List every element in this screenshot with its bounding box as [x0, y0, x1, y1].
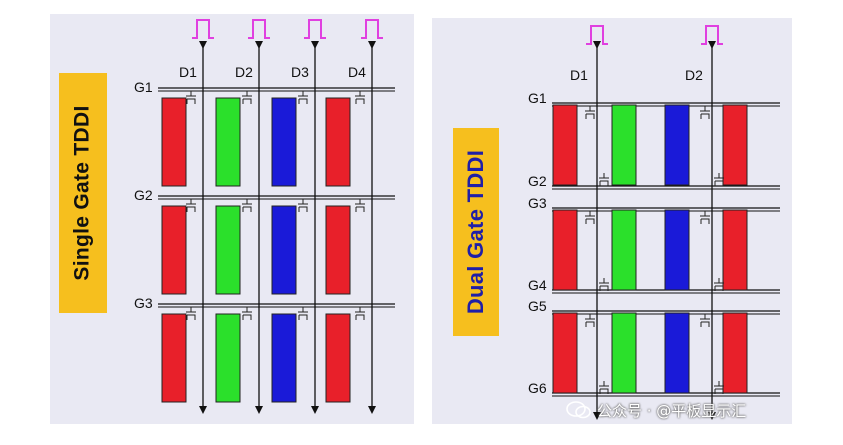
- tft-switch: [700, 211, 710, 224]
- tft-switch: [242, 91, 252, 104]
- tft-switch-symbol: [585, 106, 595, 119]
- subpixel-g: [611, 104, 637, 186]
- tft-switch: [700, 314, 710, 327]
- subpixel-g: [611, 312, 637, 394]
- subpixel-r: [722, 312, 748, 394]
- tft-switch-symbol: [714, 173, 724, 186]
- tft-switch-symbol: [298, 307, 308, 320]
- tft-switch: [700, 106, 710, 119]
- tft-switch: [242, 307, 252, 320]
- tft-switch-symbol: [599, 381, 609, 394]
- subpixel-r: [325, 313, 351, 403]
- subpixel-r: [325, 97, 351, 187]
- input-pulse-icon: [701, 25, 723, 45]
- data-line-label-d1: D1: [570, 67, 588, 83]
- input-pulse-icon: [192, 19, 214, 39]
- tft-switch-symbol: [186, 91, 196, 104]
- subpixel-b: [271, 313, 297, 403]
- subpixel-r: [552, 104, 578, 186]
- tft-switch-symbol: [355, 91, 365, 104]
- tft-switch-symbol: [585, 314, 595, 327]
- gate-line-label-g4: G4: [528, 277, 547, 293]
- subpixel-r: [722, 209, 748, 291]
- tft-switch: [599, 278, 609, 291]
- gate-line-label-g3: G3: [134, 295, 153, 311]
- tft-switch-symbol: [242, 307, 252, 320]
- tft-switch: [714, 278, 724, 291]
- tft-switch: [585, 106, 595, 119]
- subpixel-g: [215, 313, 241, 403]
- tft-switch-symbol: [186, 307, 196, 320]
- gate-line-label-g5: G5: [528, 298, 547, 314]
- tft-switch: [599, 173, 609, 186]
- subpixel-r: [552, 312, 578, 394]
- gate-line-label-g3: G3: [528, 195, 547, 211]
- input-pulse-icon: [361, 19, 383, 39]
- subpixel-r: [552, 209, 578, 291]
- tft-switch-symbol: [355, 307, 365, 320]
- tft-switch-symbol: [298, 91, 308, 104]
- tft-switch-symbol: [242, 91, 252, 104]
- single-gate-title-box: Single Gate TDDI: [59, 73, 107, 313]
- subpixel-b: [664, 104, 690, 186]
- tft-switch-symbol: [585, 211, 595, 224]
- gate-line-label-g2: G2: [528, 173, 547, 189]
- tft-switch-symbol: [298, 199, 308, 212]
- tft-switch-symbol: [242, 199, 252, 212]
- tft-switch: [599, 381, 609, 394]
- subpixel-b: [664, 312, 690, 394]
- tft-switch: [714, 381, 724, 394]
- tft-switch-symbol: [186, 199, 196, 212]
- input-pulse-icon: [248, 19, 270, 39]
- subpixel-b: [271, 205, 297, 295]
- subpixel-r: [161, 205, 187, 295]
- input-pulse-icon: [304, 19, 326, 39]
- tft-switch: [242, 199, 252, 212]
- subpixel-r: [161, 313, 187, 403]
- tft-switch-symbol: [714, 278, 724, 291]
- subpixel-r: [161, 97, 187, 187]
- data-line-label-d3: D3: [291, 64, 309, 80]
- data-line-label-d2: D2: [235, 64, 253, 80]
- gate-line-label-g1: G1: [134, 79, 153, 95]
- tft-switch: [186, 307, 196, 320]
- watermark-text: 公众号 · @平板显示汇: [597, 401, 747, 420]
- tft-switch: [355, 91, 365, 104]
- tft-switch: [355, 199, 365, 212]
- wechat-logo-icon: [566, 401, 591, 419]
- watermark: 公众号 · @平板显示汇: [566, 398, 746, 422]
- subpixel-r: [722, 104, 748, 186]
- tft-switch: [186, 91, 196, 104]
- tft-switch: [585, 211, 595, 224]
- input-pulse-icon: [586, 25, 608, 45]
- data-line-label-d4: D4: [348, 64, 366, 80]
- subpixel-g: [215, 205, 241, 295]
- gate-line-label-g2: G2: [134, 187, 153, 203]
- gate-line-label-g1: G1: [528, 90, 547, 106]
- tft-switch: [355, 307, 365, 320]
- data-line-label-d2: D2: [685, 67, 703, 83]
- tft-switch-symbol: [599, 173, 609, 186]
- tft-switch-symbol: [599, 278, 609, 291]
- tft-switch: [585, 314, 595, 327]
- tft-switch-symbol: [355, 199, 365, 212]
- tft-switch-symbol: [700, 211, 710, 224]
- subpixel-g: [215, 97, 241, 187]
- gate-line-label-g6: G6: [528, 380, 547, 396]
- tft-switch: [186, 199, 196, 212]
- tft-switch-symbol: [714, 381, 724, 394]
- tft-switch: [298, 307, 308, 320]
- subpixel-b: [664, 209, 690, 291]
- tft-switch-symbol: [700, 106, 710, 119]
- tft-switch: [298, 91, 308, 104]
- subpixel-g: [611, 209, 637, 291]
- tft-switch: [714, 173, 724, 186]
- tft-switch-symbol: [700, 314, 710, 327]
- data-line-label-d1: D1: [179, 64, 197, 80]
- tft-switch: [298, 199, 308, 212]
- subpixel-r: [325, 205, 351, 295]
- dual-gate-title-box: Dual Gate TDDI: [453, 128, 499, 336]
- subpixel-b: [271, 97, 297, 187]
